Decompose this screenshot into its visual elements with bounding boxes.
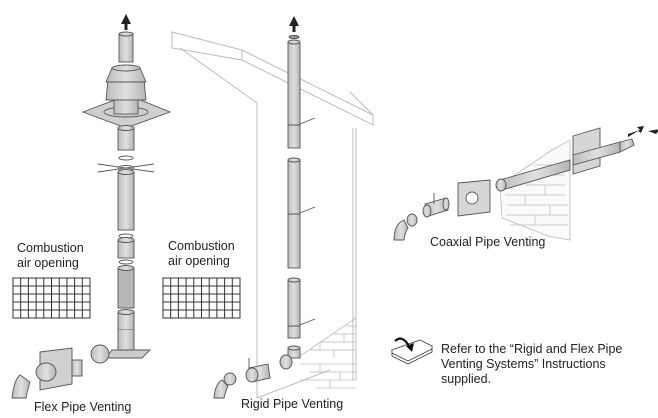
open-book-icon bbox=[390, 337, 434, 365]
combustion-grid-right bbox=[162, 277, 241, 319]
brick-wall-rigid bbox=[299, 317, 357, 389]
up-arrow-icon bbox=[121, 14, 131, 30]
flex-vertical-assembly bbox=[11, 14, 172, 399]
flex-pipe-venting-label: Flex Pipe Venting bbox=[34, 400, 132, 414]
combustion-grid-left bbox=[12, 277, 91, 319]
rigid-vertical-pipe bbox=[213, 16, 316, 399]
reference-note: Refer to the “Rigid and Flex Pipe Ventin… bbox=[441, 342, 622, 387]
up-arrow-icon bbox=[289, 16, 299, 32]
rigid-pipe-venting-label: Rigid Pipe Venting bbox=[241, 397, 344, 411]
combustion-air-label-left: Combustion air opening bbox=[17, 241, 84, 271]
label-line: Combustion bbox=[168, 239, 235, 253]
label-line: air opening bbox=[168, 254, 230, 268]
combustion-air-label-right: Combustion air opening bbox=[168, 239, 235, 269]
exhaust-arrows-icon bbox=[628, 126, 658, 137]
reference-line: Venting Systems” Instructions bbox=[441, 357, 606, 371]
coaxial-pipe-venting-label: Coaxial Pipe Venting bbox=[430, 235, 546, 249]
label-line: Combustion bbox=[17, 241, 84, 255]
label-line: air opening bbox=[17, 256, 79, 270]
coaxial-assembly bbox=[393, 126, 658, 241]
house-outline bbox=[171, 31, 374, 399]
reference-line: Refer to the “Rigid and Flex Pipe bbox=[441, 342, 623, 356]
reference-line: supplied. bbox=[441, 372, 492, 386]
